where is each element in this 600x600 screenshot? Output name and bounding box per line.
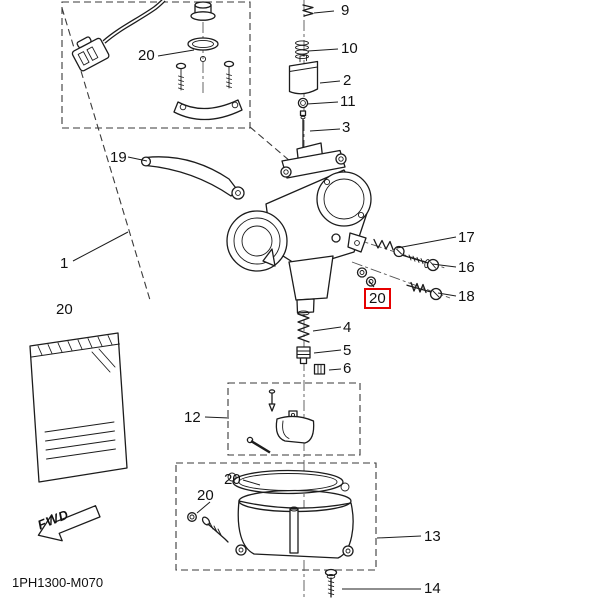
float bbox=[275, 415, 315, 444]
group-box-bowl-13 bbox=[175, 462, 377, 571]
callout-part-20-parts-bag: 20 bbox=[56, 301, 73, 318]
callout-part-18: 18 bbox=[458, 288, 475, 305]
callout-part-2: 2 bbox=[343, 72, 352, 89]
callout-part-20-bowl-oring: 20 bbox=[197, 487, 214, 504]
diagram-code: 1PH1300-M070 bbox=[12, 575, 104, 590]
bowl-gasket bbox=[232, 469, 344, 495]
part-6 bbox=[313, 363, 326, 375]
cap-and-gasket bbox=[187, 1, 219, 63]
spring-10 bbox=[295, 40, 309, 60]
callout-part-13: 13 bbox=[424, 528, 441, 545]
lower-body bbox=[288, 255, 334, 301]
throttle-valve-2 bbox=[288, 54, 319, 95]
leader-lines bbox=[72, 10, 457, 590]
group-box-top-assembly bbox=[61, 1, 251, 129]
callout-part-6: 6 bbox=[343, 360, 352, 377]
jet-needle-3 bbox=[299, 110, 307, 151]
cable-connector bbox=[71, 0, 166, 72]
parts-bag bbox=[29, 332, 128, 483]
callout-part-11: 11 bbox=[340, 93, 356, 110]
float-assembly-12 bbox=[246, 389, 315, 454]
callout-part-17: 17 bbox=[458, 229, 475, 246]
callout-part-16: 16 bbox=[458, 259, 475, 276]
needle-valve bbox=[268, 403, 276, 412]
spring-4 bbox=[297, 310, 310, 343]
callout-part-20-bowl-gasket: 20 bbox=[224, 471, 241, 488]
fwd-arrow bbox=[37, 505, 101, 542]
venturi-bell bbox=[226, 210, 288, 272]
screw-14 bbox=[324, 568, 338, 598]
float-pin bbox=[250, 439, 271, 454]
group-box-float-12 bbox=[227, 382, 361, 456]
main-jet-5 bbox=[296, 346, 311, 365]
callout-part-1: 1 bbox=[60, 255, 69, 272]
orings-20 bbox=[356, 267, 377, 287]
callout-part-19: 19 bbox=[110, 149, 127, 166]
drain-oring bbox=[187, 512, 197, 522]
pilot-screw-17 bbox=[373, 238, 405, 258]
callout-part-12: 12 bbox=[184, 409, 201, 426]
spring-clip-9 bbox=[302, 4, 314, 17]
small-oring bbox=[199, 55, 207, 63]
callout-part-5: 5 bbox=[343, 342, 352, 359]
drain-screw bbox=[201, 516, 229, 543]
throttle-lever-19 bbox=[140, 156, 245, 200]
gasket-ring bbox=[187, 37, 219, 51]
screw-16 bbox=[402, 254, 440, 272]
diaphragm-chamber bbox=[316, 171, 372, 227]
callout-part-20-highlighted[interactable]: 20 bbox=[364, 288, 391, 309]
float-bowl-13 bbox=[187, 469, 354, 559]
callout-part-14: 14 bbox=[424, 580, 441, 597]
bracket bbox=[173, 99, 243, 121]
screw-18 bbox=[406, 281, 443, 301]
callout-part-9: 9 bbox=[341, 2, 350, 19]
carburetor-body bbox=[226, 142, 372, 314]
callout-part-3: 3 bbox=[342, 119, 351, 136]
callout-part-10: 10 bbox=[341, 40, 358, 57]
callout-part-4: 4 bbox=[343, 319, 352, 336]
screws-top-assembly bbox=[175, 60, 235, 91]
callout-part-20-top-assembly: 20 bbox=[138, 47, 155, 64]
ring-11 bbox=[297, 97, 309, 109]
